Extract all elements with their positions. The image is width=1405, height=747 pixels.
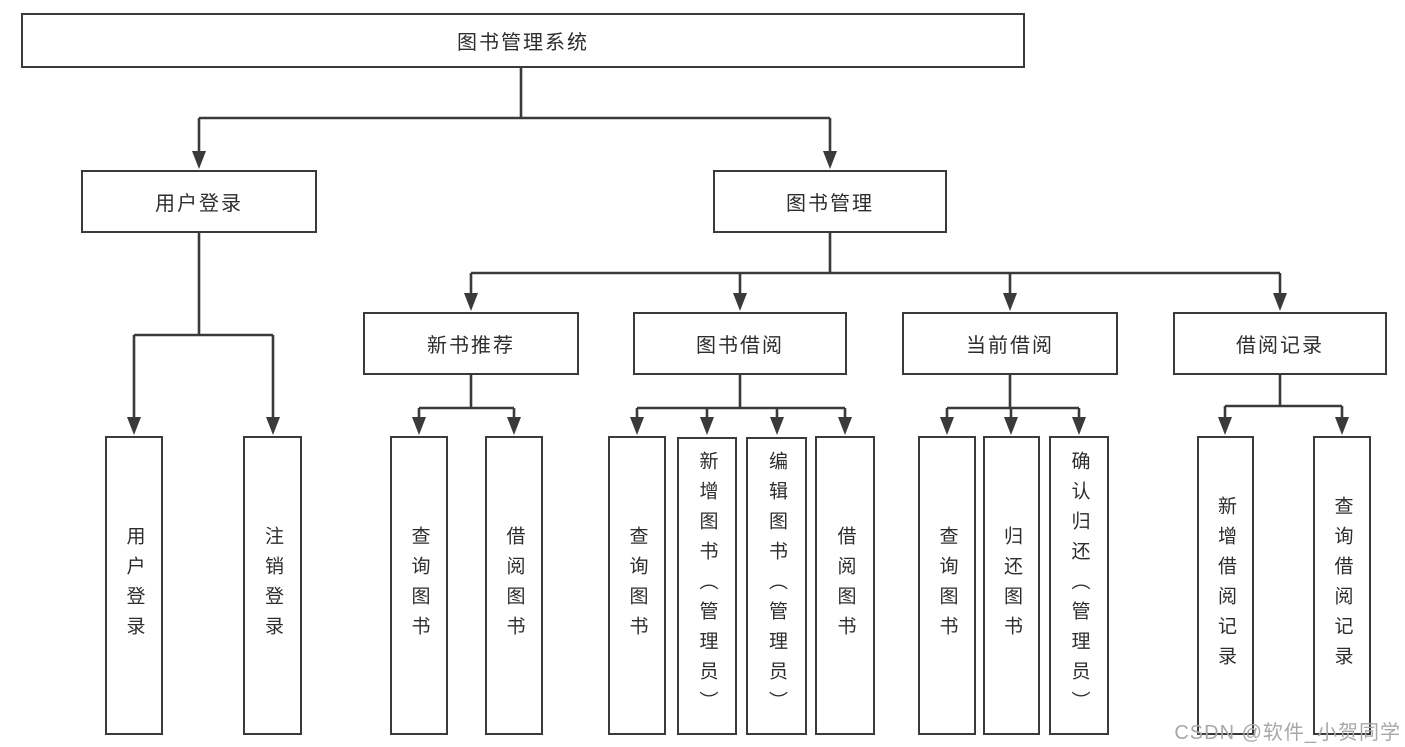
leaf-user-login: 用户登录 [105,436,163,735]
node-label: 归还图书 [1001,525,1022,646]
leaf-borrow-edit-books-admin: 编辑图书（管理员） [746,437,807,735]
node-label: 注销登录 [262,525,283,646]
node-label: 新书推荐 [427,335,515,357]
node-label: 查询图书 [626,525,648,646]
node-new-book-recommend: 新书推荐 [363,312,579,375]
node-label: 查询图书 [936,525,958,646]
leaf-current-confirm-return-admin: 确认归还（管理员） [1049,436,1109,735]
arrowheads [127,151,1349,435]
leaf-current-return-books: 归还图书 [983,436,1040,735]
csdn-watermark: CSDN @软件_小贺同学 [1174,722,1401,744]
node-label: 图书借阅 [696,335,784,357]
node-book-borrowing: 图书借阅 [633,312,847,375]
node-label: 编辑图书（管理员） [766,451,787,721]
leaf-newrec-borrow-books: 借阅图书 [485,436,543,735]
node-label: 用户登录 [123,525,145,646]
leaf-records-add-record: 新增借阅记录 [1197,436,1254,735]
node-label: 查询借阅记录 [1331,495,1353,676]
node-user-login: 用户登录 [81,170,317,233]
leaf-borrow-query-books: 查询图书 [608,436,666,735]
node-label: 借阅图书 [834,525,856,646]
node-label: 查询图书 [408,525,430,646]
node-current-borrowing: 当前借阅 [902,312,1118,375]
node-label: 图书管理系统 [457,32,589,54]
leaf-current-query-books: 查询图书 [918,436,976,735]
leaf-newrec-query-books: 查询图书 [390,436,448,735]
node-label: 借阅记录 [1236,335,1324,357]
node-root-library-system: 图书管理系统 [21,13,1025,68]
node-label: 新增图书（管理员） [696,451,718,721]
node-label: 确认归还（管理员） [1068,450,1090,721]
leaf-borrow-add-books-admin: 新增图书（管理员） [677,437,737,735]
leaf-logout: 注销登录 [243,436,302,735]
leaf-records-query-record: 查询借阅记录 [1313,436,1371,735]
node-borrowing-records: 借阅记录 [1173,312,1387,375]
node-label: 新增借阅记录 [1215,495,1236,676]
node-book-management: 图书管理 [713,170,947,233]
node-label: 用户登录 [155,193,243,215]
node-label: 当前借阅 [966,335,1054,357]
leaf-borrow-borrow-books: 借阅图书 [815,436,875,735]
node-label: 借阅图书 [503,525,525,646]
node-label: 图书管理 [786,193,874,215]
